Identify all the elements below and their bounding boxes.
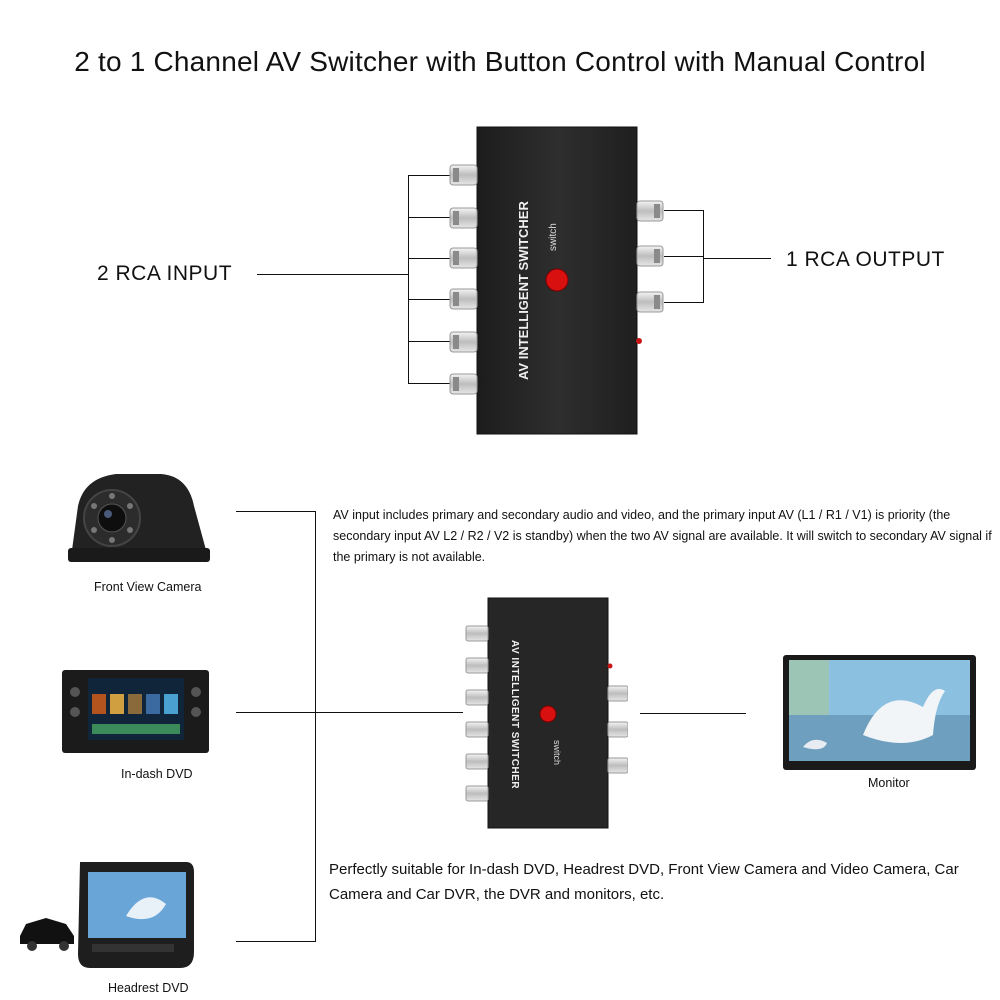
switcher-to-monitor-line xyxy=(640,713,746,714)
output-tick xyxy=(664,256,704,257)
rca-input-jacks-bottom xyxy=(465,625,489,802)
input-tick xyxy=(408,383,450,384)
dvd-caption: In-dash DVD xyxy=(121,767,193,781)
suitability-text: Perfectly suitable for In-dash DVD, Head… xyxy=(329,861,959,903)
input-label: 2 RCA INPUT xyxy=(97,262,233,285)
input-pointer-line xyxy=(257,274,409,275)
headrest-connector xyxy=(236,941,316,942)
camera-connector xyxy=(236,511,316,512)
headrest-caption: Headrest DVD xyxy=(108,981,189,995)
page-title: 2 to 1 Channel AV Switcher with Button C… xyxy=(74,46,926,77)
front-view-camera-image xyxy=(68,474,210,562)
input-tick xyxy=(408,217,450,218)
description-text: AV input includes primary and secondary … xyxy=(333,508,992,564)
switch-button-bottom xyxy=(539,705,557,723)
output-tick xyxy=(664,210,704,211)
input-tick xyxy=(408,258,450,259)
input-tick xyxy=(408,175,450,176)
source-bracket xyxy=(315,511,316,942)
switcher-name-label-bottom: AV INTELLIGENT SWITCHER xyxy=(509,640,520,790)
output-tick xyxy=(664,302,704,303)
dvd-connector xyxy=(236,712,316,713)
switcher-name-label: AV INTELLIGENT SWITCHER xyxy=(516,201,531,380)
monitor-caption: Monitor xyxy=(868,776,910,790)
source-to-switcher-line xyxy=(315,712,463,713)
av-switcher-device-bottom xyxy=(465,597,628,829)
switch-button-label: switch xyxy=(548,223,559,251)
rca-input-jacks-top xyxy=(449,164,478,395)
switch-button-label-bottom: switch xyxy=(552,740,562,766)
output-label: 1 RCA OUTPUT xyxy=(786,248,945,271)
input-bracket xyxy=(408,175,409,384)
switch-button xyxy=(545,268,569,292)
monitor-image xyxy=(783,655,976,770)
camera-caption: Front View Camera xyxy=(94,580,202,594)
rca-output-jacks-bottom xyxy=(607,685,628,774)
input-tick xyxy=(408,341,450,342)
rca-output-jacks-top xyxy=(636,200,664,313)
output-pointer-line xyxy=(703,258,771,259)
in-dash-dvd-image xyxy=(62,670,209,753)
av-switcher-device-top xyxy=(449,126,664,435)
indicator-led xyxy=(636,338,642,344)
headrest-dvd-image xyxy=(20,862,194,968)
input-tick xyxy=(408,299,450,300)
